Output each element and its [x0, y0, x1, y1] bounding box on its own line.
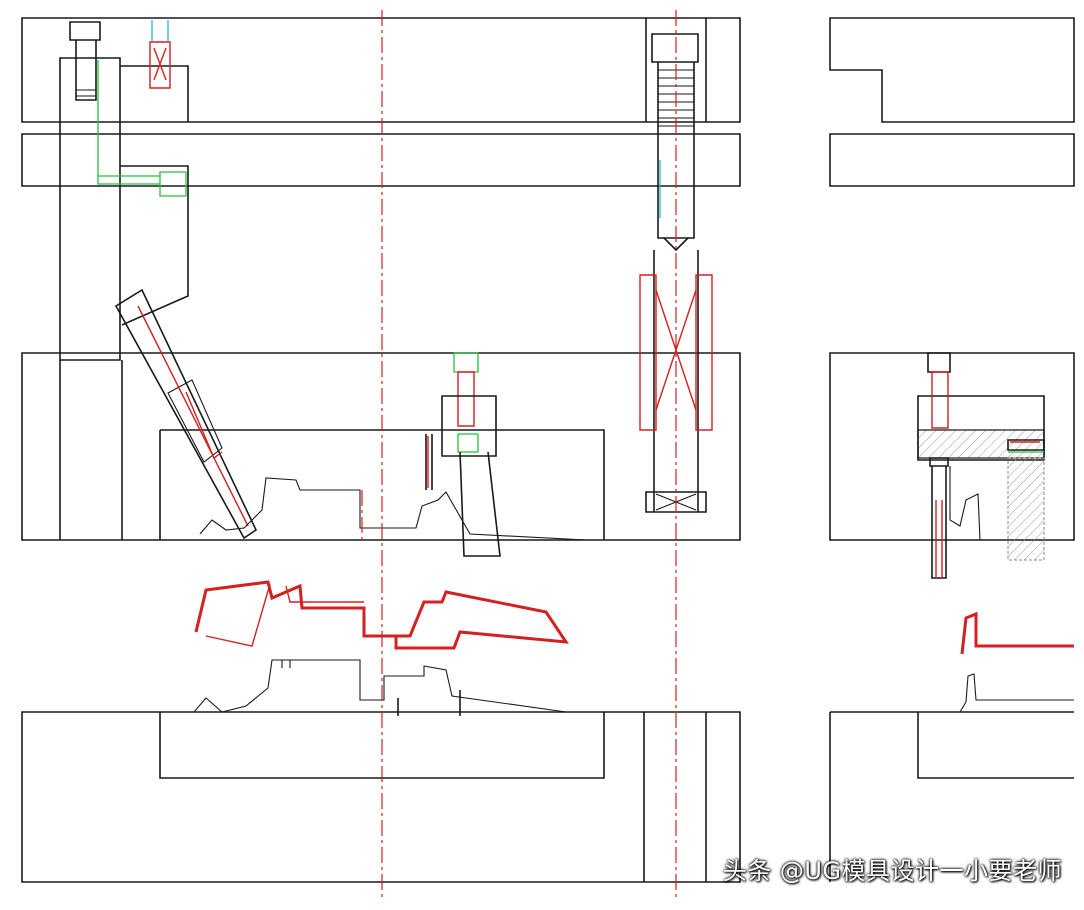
ejector-assembly-middle — [425, 352, 501, 557]
side-section-view — [829, 17, 1075, 882]
core-contour — [160, 659, 567, 716]
top-clamp-plate — [21, 17, 741, 123]
cavity-plate — [21, 352, 741, 541]
core-plate — [21, 711, 741, 883]
center-lines — [361, 10, 677, 900]
main-section-view — [21, 10, 741, 900]
cavity-contour — [199, 477, 587, 541]
dowel-pin-top — [149, 20, 171, 89]
watermark-text: 头条 @UG模具设计一小要老师 — [722, 857, 1062, 885]
slide-block-left — [59, 57, 258, 540]
stripper-plate — [21, 133, 741, 187]
molded-part — [194, 580, 569, 650]
screw-top-left — [69, 21, 187, 197]
